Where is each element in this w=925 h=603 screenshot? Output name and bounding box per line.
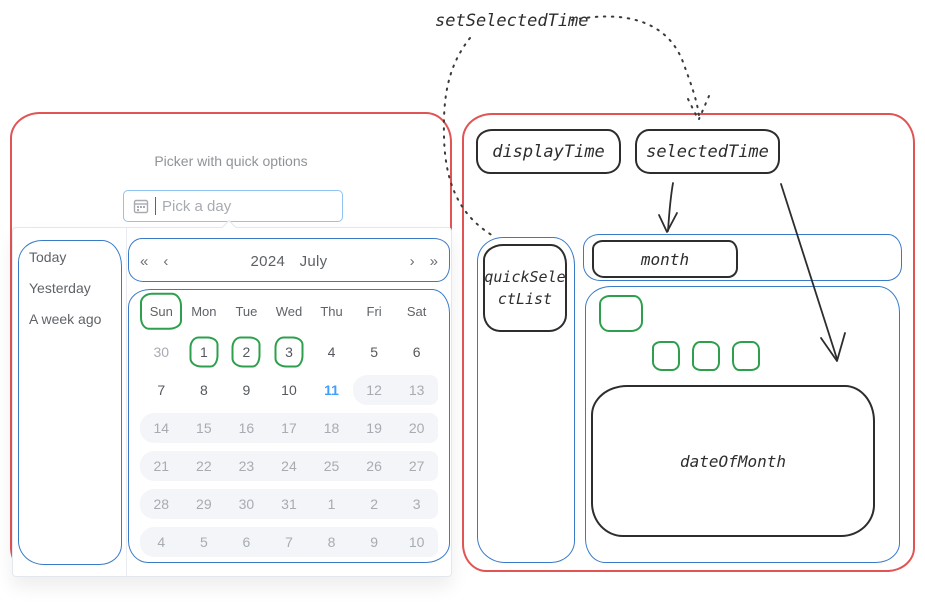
display-time-label: displayTime: [492, 141, 605, 162]
text-cursor: [155, 197, 156, 215]
day-cell-19[interactable]: 19: [352, 413, 396, 443]
annotation-blue-rect-calendar-body: [128, 289, 450, 563]
day-name-sat: Sat: [406, 304, 427, 319]
day-name-tue: Tue: [235, 304, 258, 319]
day-cell-10[interactable]: 10: [281, 382, 297, 398]
picker-title: Picker with quick options: [154, 153, 308, 169]
day-cell-8[interactable]: 8: [310, 527, 353, 557]
annotation-blue-rect-date-table: [585, 286, 900, 563]
day-cell-23[interactable]: 23: [225, 451, 268, 481]
day-cell-17[interactable]: 17: [267, 413, 311, 443]
day-names-row: Sun Mon Tue Wed Thu Fri Sat: [140, 300, 438, 324]
day-name-thu: Thu: [320, 304, 343, 319]
display-time-box: displayTime: [476, 129, 621, 174]
quick-select-list-label-line2: ctList: [497, 290, 553, 308]
day-cell-5[interactable]: 5: [182, 527, 226, 557]
day-cell-31[interactable]: 31: [267, 489, 311, 519]
day-name-mon: Mon: [191, 304, 217, 319]
green-square-day-2: [692, 341, 720, 371]
day-cell-22[interactable]: 22: [182, 451, 226, 481]
day-cell-20[interactable]: 20: [395, 413, 438, 443]
day-cell-10[interactable]: 10: [395, 527, 438, 557]
quick-option-yesterday[interactable]: Yesterday: [29, 280, 91, 296]
green-square-day-1: [652, 341, 680, 371]
day-cell-13[interactable]: 13: [395, 375, 438, 405]
day-cell-7[interactable]: 7: [157, 382, 166, 398]
green-square-day-3: [732, 341, 760, 371]
day-cell-1[interactable]: 1: [310, 489, 353, 519]
annotation-blue-rect-month: [583, 234, 902, 281]
date-input-placeholder: Pick a day: [162, 197, 232, 215]
day-name-wed: Wed: [275, 304, 303, 319]
day-cell-28[interactable]: 28: [140, 489, 183, 519]
prev-year-button[interactable]: «: [140, 252, 149, 270]
day-cell-9[interactable]: 9: [352, 527, 396, 557]
quick-option-a-week-ago[interactable]: A week ago: [29, 311, 102, 327]
day-cell-21[interactable]: 21: [140, 451, 183, 481]
day-cell-6[interactable]: 6: [412, 344, 421, 360]
day-cell-30[interactable]: 30: [225, 489, 268, 519]
day-cell-11[interactable]: 11: [324, 382, 339, 398]
annotation-blue-rect-quick-select: [477, 237, 575, 563]
annotation-blue-rect-quick-options: [18, 240, 122, 565]
calendar-month[interactable]: July: [299, 252, 328, 270]
day-cell-26[interactable]: 26: [352, 451, 396, 481]
day-cell-15[interactable]: 15: [182, 413, 226, 443]
month-box: month: [592, 240, 738, 278]
dotted-arrow-to-selected-time: [571, 15, 700, 117]
annotation-blue-rect-header: [128, 238, 450, 282]
day-name-fri: Fri: [366, 304, 382, 319]
next-year-button[interactable]: »: [429, 252, 438, 270]
date-of-month-label: dateOfMonth: [680, 451, 786, 471]
day-cell-29[interactable]: 29: [182, 489, 226, 519]
calendar-header-title: 2024 July: [168, 253, 409, 270]
prev-month-button[interactable]: ‹: [163, 252, 169, 270]
day-cell-4[interactable]: 4: [140, 527, 183, 557]
selected-time-box: selectedTime: [635, 129, 780, 174]
day-cell-14[interactable]: 14: [140, 413, 183, 443]
calendar-header: « ‹ 2024 July › »: [140, 247, 438, 275]
day-cell-5[interactable]: 5: [370, 344, 378, 360]
next-month-button[interactable]: ›: [409, 252, 415, 270]
day-cell-7[interactable]: 7: [267, 527, 311, 557]
day-cell-27[interactable]: 27: [395, 451, 438, 481]
day-cell-3[interactable]: 3: [268, 337, 311, 367]
month-label: month: [640, 249, 690, 269]
calendar-icon: [133, 199, 149, 214]
calendar-year[interactable]: 2024: [250, 252, 286, 270]
date-of-month-box: dateOfMonth: [591, 385, 875, 537]
day-cell-2[interactable]: 2: [352, 489, 396, 519]
selected-time-label: selectedTime: [646, 141, 769, 162]
day-cell-3[interactable]: 3: [395, 489, 438, 519]
day-cell-1[interactable]: 1: [183, 337, 226, 367]
day-cell-30[interactable]: 30: [153, 344, 170, 360]
day-cell-2[interactable]: 2: [225, 337, 268, 367]
day-cell-4[interactable]: 4: [327, 344, 336, 360]
green-square-week-header: [599, 295, 643, 332]
day-cell-24[interactable]: 24: [267, 451, 311, 481]
date-input[interactable]: Pick a day: [123, 190, 343, 222]
day-cell-12[interactable]: 12: [352, 375, 396, 405]
day-cell-9[interactable]: 9: [242, 382, 251, 398]
set-selected-time-label: setSelectedTime: [435, 11, 589, 31]
quick-select-list-label-line1: quickSele: [484, 268, 566, 286]
sidebar-divider: [126, 228, 127, 576]
day-cell-18[interactable]: 18: [310, 413, 353, 443]
day-cell-8[interactable]: 8: [199, 382, 208, 398]
day-cell-6[interactable]: 6: [225, 527, 268, 557]
quick-select-list-box: quickSele ctList: [483, 244, 567, 332]
day-cell-25[interactable]: 25: [310, 451, 353, 481]
day-name-sun: Sun: [140, 300, 183, 324]
day-cell-16[interactable]: 16: [225, 413, 268, 443]
